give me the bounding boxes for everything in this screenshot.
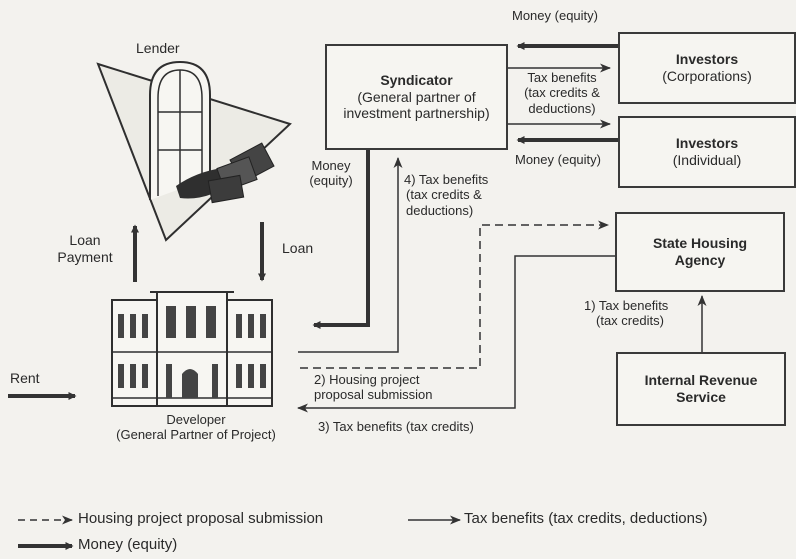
building-windows <box>118 306 266 398</box>
tax-benefits-line-c: deductions) <box>528 100 596 116</box>
loan-payment-line-a: Loan <box>69 232 101 248</box>
tax-arrow-to-developer <box>297 255 615 413</box>
proposal-arrow-dashed <box>300 220 609 369</box>
legend-dashed-text: Housing project proposal submission <box>78 510 324 527</box>
money-line-b: (equity) <box>309 173 353 189</box>
investors-ind-title: Investors <box>675 135 739 152</box>
lender-label: Lender <box>136 40 180 56</box>
step4-line-b: (tax credits & <box>406 187 482 203</box>
step1-tax-benefits-label: 1) Tax benefits (tax credits) <box>584 298 668 329</box>
tax-arrow-to-syndicator <box>298 157 403 353</box>
irs-line1: Internal Revenue <box>644 372 758 389</box>
tax-benefits-line-b: (tax credits & <box>524 85 600 101</box>
step4-line-c: deductions) <box>406 202 474 218</box>
step1-line-b: (tax credits) <box>596 313 664 329</box>
loan-payment-label: Loan Payment <box>54 232 116 265</box>
investors-corp-sub: (Corporations) <box>662 68 752 84</box>
syndicator-sub2: investment partnership) <box>343 105 490 122</box>
developer-label: Developer (General Partner of Project) <box>98 412 294 443</box>
investors-ind-sub: (Individual) <box>672 152 742 168</box>
investors-corp-title: Investors <box>675 51 739 68</box>
step2-line-a: 2) Housing project <box>314 372 420 387</box>
money-line-a: Money <box>311 158 351 173</box>
irs-box: Internal Revenue Service <box>616 352 786 426</box>
money-equity-syndicator-label: Money (equity) <box>298 158 364 189</box>
investors-individual-box: Investors (Individual) <box>618 116 796 188</box>
lender-icon <box>96 60 292 242</box>
tax-benefits-investors-label: Tax benefits (tax credits & deductions) <box>510 70 614 116</box>
rent-label: Rent <box>10 370 40 386</box>
developer-line2: (General Partner of Project) <box>116 427 276 443</box>
legend-thick-text: Money (equity) <box>78 536 178 553</box>
money-equity-individual-label: Money (equity) <box>515 152 601 167</box>
irs-line2: Service <box>676 389 726 405</box>
state-housing-agency-box: State Housing Agency <box>615 212 785 292</box>
state-agency-line2: Agency <box>674 252 726 268</box>
legend-thin-text: Tax benefits (tax credits, deductions) <box>464 510 708 527</box>
money-equity-top-label: Money (equity) <box>512 8 598 23</box>
step4-tax-benefits-label: 4) Tax benefits (tax credits & deduction… <box>404 172 488 218</box>
step3-tax-benefits-label: 3) Tax benefits (tax credits) <box>318 419 474 434</box>
tax-benefits-line-a: Tax benefits <box>527 70 597 85</box>
step2-proposal-label: 2) Housing project proposal submission <box>314 372 433 403</box>
investors-corporations-box: Investors (Corporations) <box>618 32 796 104</box>
syndicator-title: Syndicator <box>380 71 453 88</box>
developer-line1: Developer <box>166 412 226 427</box>
state-agency-line1: State Housing <box>652 235 748 252</box>
loan-label: Loan <box>282 240 314 256</box>
step1-line-a: 1) Tax benefits <box>584 298 669 313</box>
money-arrow-to-developer <box>312 150 370 329</box>
syndicator-sub1: (General partner of <box>357 88 476 105</box>
loan-payment-line-b: Payment <box>57 248 113 265</box>
step4-line-a: 4) Tax benefits <box>404 172 489 187</box>
syndicator-box: Syndicator (General partner of investmen… <box>325 44 508 150</box>
step2-line-b: proposal submission <box>314 387 433 403</box>
